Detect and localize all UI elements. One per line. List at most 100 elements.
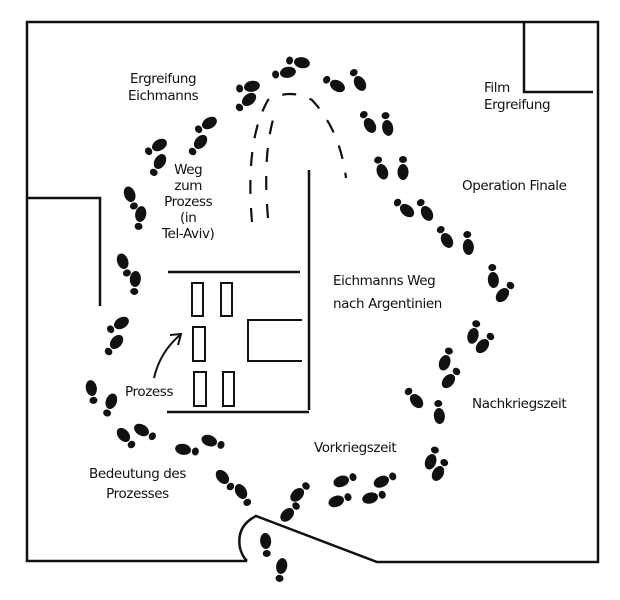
footprint-heel: [404, 387, 413, 396]
arrow-head: [169, 332, 183, 346]
footprint: [433, 400, 445, 424]
footprint-sole: [333, 475, 349, 488]
footprint: [328, 493, 352, 508]
footprint: [416, 199, 434, 221]
footprint-heel: [416, 199, 425, 207]
footprint-heel: [127, 440, 136, 449]
footprint: [381, 112, 394, 136]
footprint-sole: [294, 57, 310, 69]
footprint: [349, 69, 367, 91]
footprint-heel: [430, 446, 439, 454]
footprint: [462, 231, 474, 255]
footprint-heel: [226, 482, 235, 491]
label-line: Tel-Aviv): [162, 226, 215, 242]
footprint-heel: [103, 409, 112, 417]
footprint-sole: [241, 92, 257, 107]
label-line: (in: [180, 210, 197, 226]
footprint-sole: [376, 164, 389, 180]
footprint-heel: [235, 103, 244, 112]
footprint: [234, 484, 252, 506]
footprint-sole: [116, 427, 131, 443]
footprint-sole: [290, 487, 305, 502]
label-vorkriegszeit: Vorkriegszeit: [314, 440, 397, 456]
footprint-sole: [475, 338, 490, 354]
label-line: Eichmanns Weg: [333, 273, 436, 289]
footprint-sole: [495, 287, 510, 303]
footprint: [441, 367, 461, 389]
footprint-heel: [145, 147, 153, 156]
footprint: [286, 56, 310, 69]
footprint-sole: [467, 328, 479, 344]
footprint: [116, 253, 131, 277]
footprint-sole: [433, 408, 445, 424]
footprint: [475, 332, 495, 354]
footprint-sole: [373, 475, 389, 488]
seat: [222, 371, 235, 407]
footprint-heel: [374, 156, 383, 164]
footprint-sole: [153, 154, 167, 169]
footprint-heel: [488, 264, 497, 272]
footprint: [145, 138, 167, 156]
footprint-sole: [424, 454, 437, 470]
footprint-heel: [130, 287, 139, 295]
footprint-sole: [175, 443, 191, 455]
footprint-sole: [382, 120, 394, 136]
footprint-heel: [452, 367, 461, 376]
footprint-heel: [486, 332, 495, 341]
footprint: [123, 186, 138, 210]
label-ergreifung-eichmanns: Ergreifung Eichmanns: [128, 71, 199, 105]
footprint-sole: [438, 355, 451, 371]
label-operation-finale: Operation Finale: [462, 178, 567, 194]
seat: [220, 282, 233, 317]
footprint-heel: [275, 574, 284, 582]
footprint-sole: [109, 334, 124, 350]
dashed-arc-inner: [265, 109, 278, 219]
footprint: [272, 66, 296, 79]
footprint-sole: [280, 507, 295, 522]
footprint: [438, 347, 453, 371]
footprint: [290, 482, 310, 502]
label-line: Weg: [174, 162, 203, 178]
footprint-heel: [381, 112, 390, 120]
footprint-sole: [487, 272, 499, 288]
footprint-sole: [276, 558, 288, 574]
footprint-heel: [506, 281, 515, 290]
footprint-heel: [440, 459, 449, 467]
footprint-sole: [328, 495, 344, 508]
label-weg-zum-prozess: Weg zum Prozess (in Tel-Aviv): [162, 162, 215, 242]
footprint: [374, 156, 389, 180]
footprint-sole: [123, 186, 136, 202]
seat: [192, 326, 206, 362]
footprint: [362, 490, 386, 504]
film-room-wall: [522, 22, 593, 94]
footprint: [393, 198, 415, 218]
label-film-ergreifung: Film Ergreifung: [484, 80, 551, 114]
footprint-heel: [472, 320, 481, 328]
footprint: [424, 446, 439, 470]
footprint: [116, 427, 136, 449]
label-line: nach Argentinien: [333, 296, 442, 312]
footprint-sole: [116, 253, 129, 269]
footprint: [134, 423, 156, 441]
walls: [25, 20, 600, 564]
dashed-arc-outer: [249, 92, 348, 223]
footprint-sole: [440, 233, 454, 248]
footprint-heel: [444, 347, 453, 355]
footprint: [495, 281, 515, 303]
footprint: [359, 111, 377, 133]
footprint-sole: [353, 76, 367, 91]
footprint-heel: [399, 156, 407, 163]
footprint-heel: [434, 400, 443, 408]
footprint-heel: [243, 498, 252, 506]
footprint-sole: [152, 138, 167, 152]
footprint-heel: [393, 198, 402, 207]
label-eichmanns-weg: Eichmanns Weg nach Argentinien: [333, 270, 442, 316]
footprint: [431, 459, 449, 481]
label-line: Eichmanns: [128, 88, 199, 104]
footprint: [235, 92, 257, 112]
label-bedeutung-des-prozesses: Bedeutung des Prozesses: [89, 464, 186, 504]
footprint-heel: [195, 125, 203, 134]
label-line: Bedeutung des: [89, 466, 186, 482]
footprint-sole: [397, 164, 409, 180]
left-alcove-wall: [28, 196, 102, 306]
